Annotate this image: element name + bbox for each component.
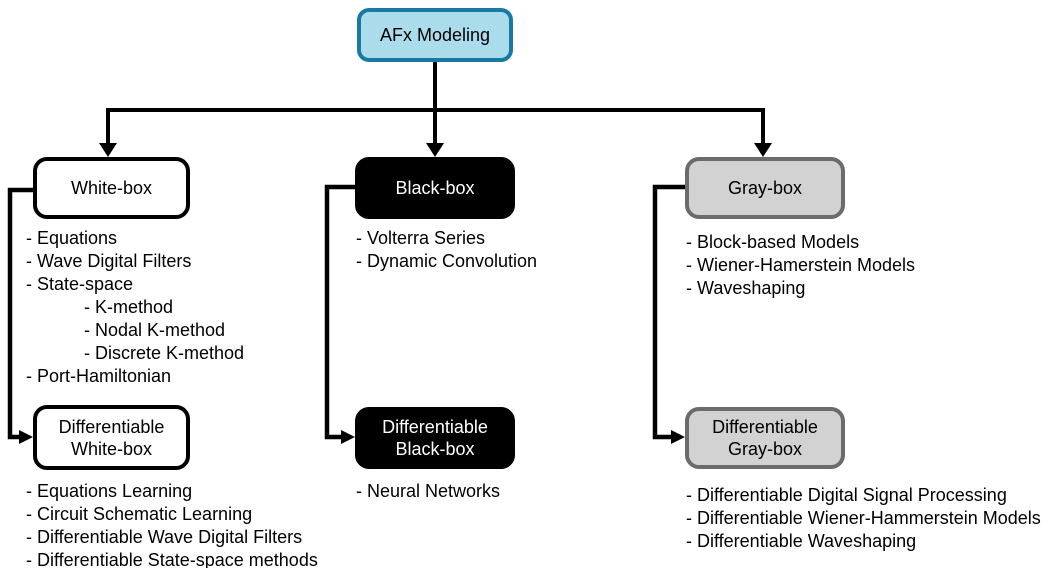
method-item: - K-method [84,297,174,317]
gray-box-methods-list: - Block-based Models - Wiener-Hamerstein… [686,231,915,300]
node-black-box: Black-box [355,157,515,219]
method-item: - State-space [26,274,134,294]
method-item: - Volterra Series [356,228,486,248]
method-item: - Differentiable State-space methods [26,550,318,568]
white-box-methods-list: - Equations - Wave Digital Filters - Sta… [26,227,244,388]
node-differentiable-gray-box-label-line1: Differentiable [712,417,818,437]
node-gray-box-label: Gray-box [727,178,803,198]
method-item: - Equations [26,228,118,248]
node-afx-modeling: AFx Modeling [357,8,513,62]
differentiable-black-box-methods-list: - Neural Networks [356,480,500,503]
method-item: - Differentiable Wiener-Hammerstein Mode… [686,508,1041,528]
node-black-box-label: Black-box [395,178,475,198]
method-item: - Discrete K-method [84,343,245,363]
arrowhead-differentiable-white-box [19,430,33,444]
node-differentiable-white-box-label-line2: White-box [70,438,153,459]
black-box-methods-list: - Volterra Series - Dynamic Convolution [356,227,537,273]
distribution-bar-connector [106,108,765,146]
method-item: - Equations Learning [26,481,193,501]
method-item: - Differentiable Digital Signal Processi… [686,485,1007,505]
node-differentiable-white-box-label-line1: Differentiable [58,416,165,437]
arrowhead-gray-box [754,143,772,157]
node-differentiable-black-box-label-line2: Black-box [395,439,475,459]
node-differentiable-gray-box: Differentiable Gray-box [685,407,845,469]
method-item: - Nodal K-method [84,320,226,340]
method-item: - Block-based Models [686,232,860,252]
differentiable-white-box-methods-list: - Equations Learning - Circuit Schematic… [26,480,318,568]
method-item: - Differentiable Wave Digital Filters [26,527,303,547]
arrowhead-white-box [99,143,117,157]
node-white-box-label: White-box [70,178,153,198]
method-item: - Wave Digital Filters [26,251,192,271]
method-item: - Wiener-Hamerstein Models [686,255,916,275]
arrowhead-differentiable-black-box [341,430,355,444]
white-diff-connector [7,187,33,440]
method-item: - Neural Networks [356,481,501,501]
method-item: - Circuit Schematic Learning [26,504,253,524]
node-differentiable-white-box: Differentiable White-box [33,405,190,470]
node-differentiable-gray-box-label-line2: Gray-box [727,439,803,459]
method-item: - Port-Hamiltonian [26,366,172,386]
node-afx-modeling-label: AFx Modeling [379,25,491,45]
method-item: - Dynamic Convolution [356,251,538,271]
gray-diff-connector [652,184,685,440]
differentiable-gray-box-methods-list: - Differentiable Digital Signal Processi… [686,484,1041,553]
node-differentiable-black-box: Differentiable Black-box [355,407,515,469]
method-item: - Waveshaping [686,278,806,298]
arrowhead-differentiable-gray-box [671,430,685,444]
node-gray-box: Gray-box [685,157,845,219]
node-differentiable-black-box-label-line1: Differentiable [382,417,488,437]
node-white-box: White-box [33,157,190,219]
black-diff-connector [324,184,355,440]
arrowhead-black-box [426,143,444,157]
method-item: - Differentiable Waveshaping [686,531,917,551]
